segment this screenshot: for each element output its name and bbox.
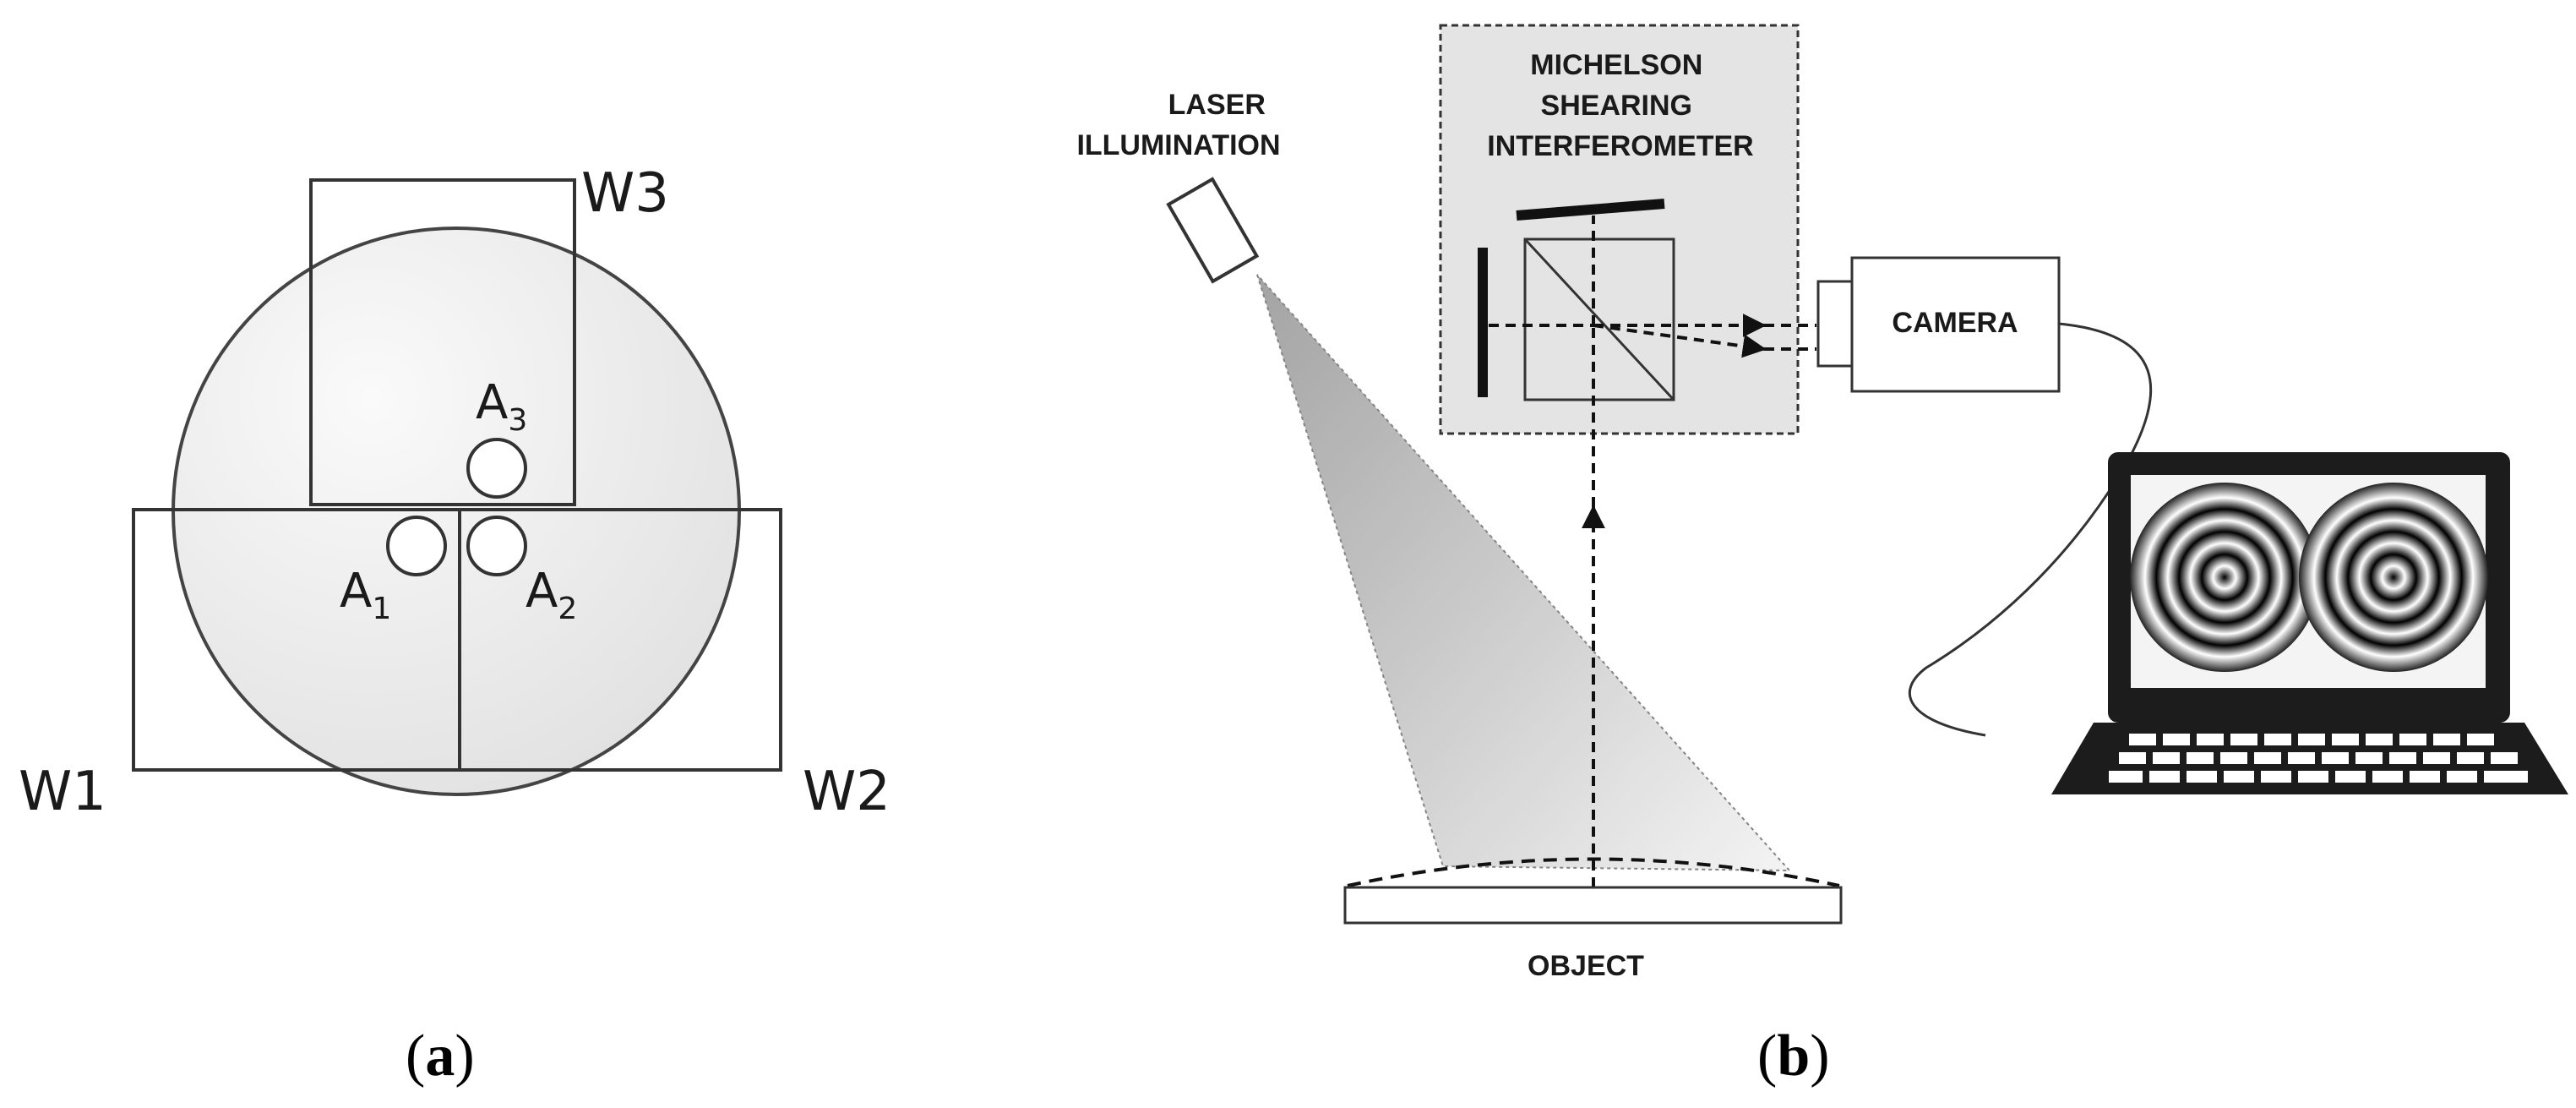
beam-splitter-cube xyxy=(1523,237,1675,401)
label-w3: W3 xyxy=(581,162,669,225)
object-plate xyxy=(1343,886,1843,925)
object-deformation xyxy=(1347,857,1840,887)
beam-splitter-diagonal xyxy=(1523,237,1675,401)
output-beam-2 xyxy=(1593,324,1767,358)
camera-lens xyxy=(1816,280,1854,368)
camera-label: CAMERA xyxy=(1892,307,2018,339)
window-w2 xyxy=(458,508,782,772)
camera-cable xyxy=(1909,322,2153,737)
fringe-pattern-left xyxy=(2130,483,2319,672)
laptop-keyboard xyxy=(2109,734,2528,783)
caption-b: (b) xyxy=(1757,1023,1830,1089)
label-a2: A2 xyxy=(526,564,577,626)
caption-a: (a) xyxy=(406,1023,475,1089)
laser-label: LASER ILLUMINATION xyxy=(1076,89,1280,161)
window-w3 xyxy=(309,178,576,506)
laser-head xyxy=(1166,177,1260,284)
label-w2: W2 xyxy=(803,761,890,823)
interferometer-label: MICHELSON SHEARING INTERFEROMETER xyxy=(1487,49,1753,162)
camera-body xyxy=(1850,256,2061,393)
interferometer-box xyxy=(1439,24,1800,435)
panel-a: W3 W1 W2 A3 A1 A2 (a) xyxy=(19,162,890,1089)
label-a3: A3 xyxy=(476,375,527,438)
panel-b: LASER ILLUMINATION MICHELSON SHEARING IN… xyxy=(1076,24,2568,1089)
tilted-mirror xyxy=(1516,199,1665,221)
aperture-a2 xyxy=(466,516,527,576)
object-label: OBJECT xyxy=(1528,950,1644,982)
aperture-a3 xyxy=(466,438,527,499)
aperture-a1 xyxy=(386,516,447,576)
laptop xyxy=(2051,452,2568,794)
label-w1: W1 xyxy=(19,761,106,823)
label-a1: A1 xyxy=(340,564,391,626)
fringe-pattern-right xyxy=(2299,483,2488,672)
illumination-beam xyxy=(1256,274,1792,872)
